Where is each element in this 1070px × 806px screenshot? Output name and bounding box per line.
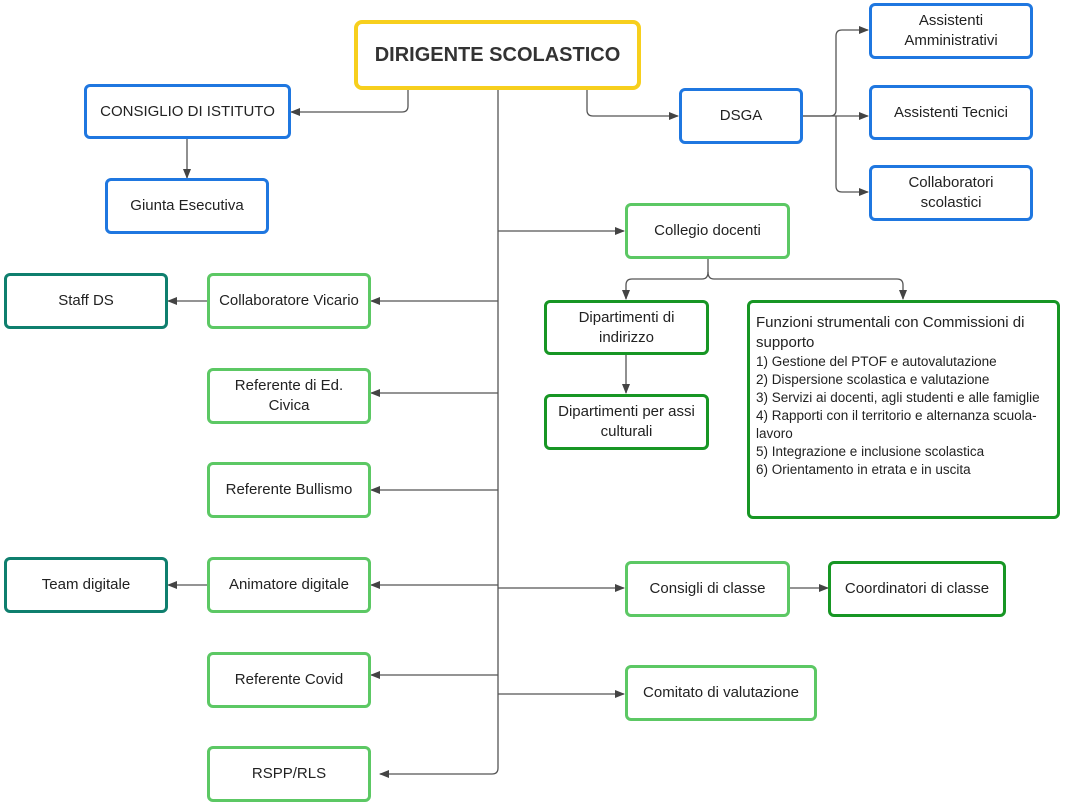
node-label: Referente di Ed. Civica bbox=[234, 377, 344, 414]
node-label: Collaboratore Vicario bbox=[219, 292, 359, 309]
node-label: CONSIGLIO DI ISTITUTO bbox=[100, 102, 275, 120]
node-label: Dipartimenti per assi culturali bbox=[558, 403, 695, 440]
node-label: Giunta Esecutiva bbox=[130, 197, 244, 214]
node-funzioni-strumentali[interactable]: Funzioni strumentali con Commissioni di … bbox=[747, 300, 1060, 519]
node-referente-bullismo[interactable]: Referente Bullismo bbox=[207, 462, 371, 518]
node-collaboratore-vicario[interactable]: Collaboratore Vicario bbox=[207, 273, 371, 329]
node-animatore-digitale[interactable]: Animatore digitale bbox=[207, 557, 371, 613]
edge-dsga-collaboratori bbox=[835, 116, 869, 196]
node-label: Dipartimenti di indirizzo bbox=[578, 308, 675, 346]
node-collegio-docenti[interactable]: Collegio docenti bbox=[625, 203, 790, 259]
node-assistenti-amministrativi[interactable]: Assistenti Amministrativi bbox=[869, 3, 1033, 59]
node-label: Animatore digitale bbox=[228, 576, 350, 593]
node-label: Collegio docenti bbox=[654, 222, 761, 239]
node-label: Staff DS bbox=[58, 292, 114, 309]
edge-root-consiglio bbox=[290, 90, 409, 116]
node-rspp-rls[interactable]: RSPP/RLS bbox=[207, 746, 371, 802]
node-label: Assistenti Amministrativi bbox=[904, 12, 998, 49]
root-label: DIRIGENTE SCOLASTICO bbox=[374, 44, 621, 66]
node-label: Comitato di valutazione bbox=[643, 684, 799, 701]
node-assistenti-tecnici[interactable]: Assistenti Tecnici bbox=[869, 85, 1033, 140]
node-label: Referente Bullismo bbox=[225, 481, 353, 498]
funzioni-item: 6) Orientamento in etrata e in uscita bbox=[756, 462, 971, 477]
node-consigli-classe[interactable]: Consigli di classe bbox=[625, 561, 790, 617]
node-staff-ds[interactable]: Staff DS bbox=[4, 273, 168, 329]
node-giunta-esecutiva[interactable]: Giunta Esecutiva bbox=[105, 178, 269, 234]
node-label: Consigli di classe bbox=[649, 580, 766, 597]
node-comitato-valutazione[interactable]: Comitato di valutazione bbox=[625, 665, 817, 721]
edge-collegio-funzioni bbox=[707, 271, 907, 300]
funzioni-item: 1) Gestione del PTOF e autovalutazione bbox=[756, 354, 997, 369]
node-label: Team digitale bbox=[41, 576, 131, 593]
node-collaboratori-scolastici[interactable]: Collaboratori scolastici bbox=[869, 165, 1033, 221]
node-dipartimenti-assi[interactable]: Dipartimenti per assi culturali bbox=[544, 394, 709, 450]
node-dipartimenti-indirizzo[interactable]: Dipartimenti di indirizzo bbox=[544, 300, 709, 355]
trunk-line bbox=[379, 90, 499, 778]
node-label: RSPP/RLS bbox=[251, 765, 327, 782]
node-team-digitale[interactable]: Team digitale bbox=[4, 557, 168, 613]
root-dirigente-scolastico[interactable]: DIRIGENTE SCOLASTICO bbox=[354, 20, 641, 90]
node-dsga[interactable]: DSGA bbox=[679, 88, 803, 144]
node-consiglio-istituto[interactable]: CONSIGLIO DI ISTITUTO bbox=[84, 84, 291, 139]
funzioni-item: 2) Dispersione scolastica e valutazione bbox=[756, 372, 990, 387]
funzioni-item: 5) Integrazione e inclusione scolastica bbox=[756, 444, 985, 459]
funzioni-item: 4) Rapporti con il territorio e alternan… bbox=[756, 408, 1037, 441]
node-coordinatori-classe[interactable]: Coordinatori di classe bbox=[828, 561, 1006, 617]
funzioni-item: 3) Servizi ai docenti, agli studenti e a… bbox=[756, 390, 1040, 405]
node-label: Collaboratori scolastici bbox=[908, 174, 994, 211]
node-label: Referente Covid bbox=[234, 671, 344, 688]
node-label: Assistenti Tecnici bbox=[894, 103, 1008, 121]
edge-dsga-amministrativi bbox=[803, 26, 869, 117]
funzioni-title: Funzioni strumentali con Commissioni di … bbox=[756, 314, 1025, 351]
edge-collegio-dipartimenti bbox=[622, 259, 709, 300]
node-label: Coordinatori di classe bbox=[844, 580, 990, 597]
edge-root-dsga bbox=[586, 90, 679, 120]
node-label: DSGA bbox=[719, 107, 763, 124]
node-referente-ed-civica[interactable]: Referente di Ed. Civica bbox=[207, 368, 371, 424]
node-referente-covid[interactable]: Referente Covid bbox=[207, 652, 371, 708]
